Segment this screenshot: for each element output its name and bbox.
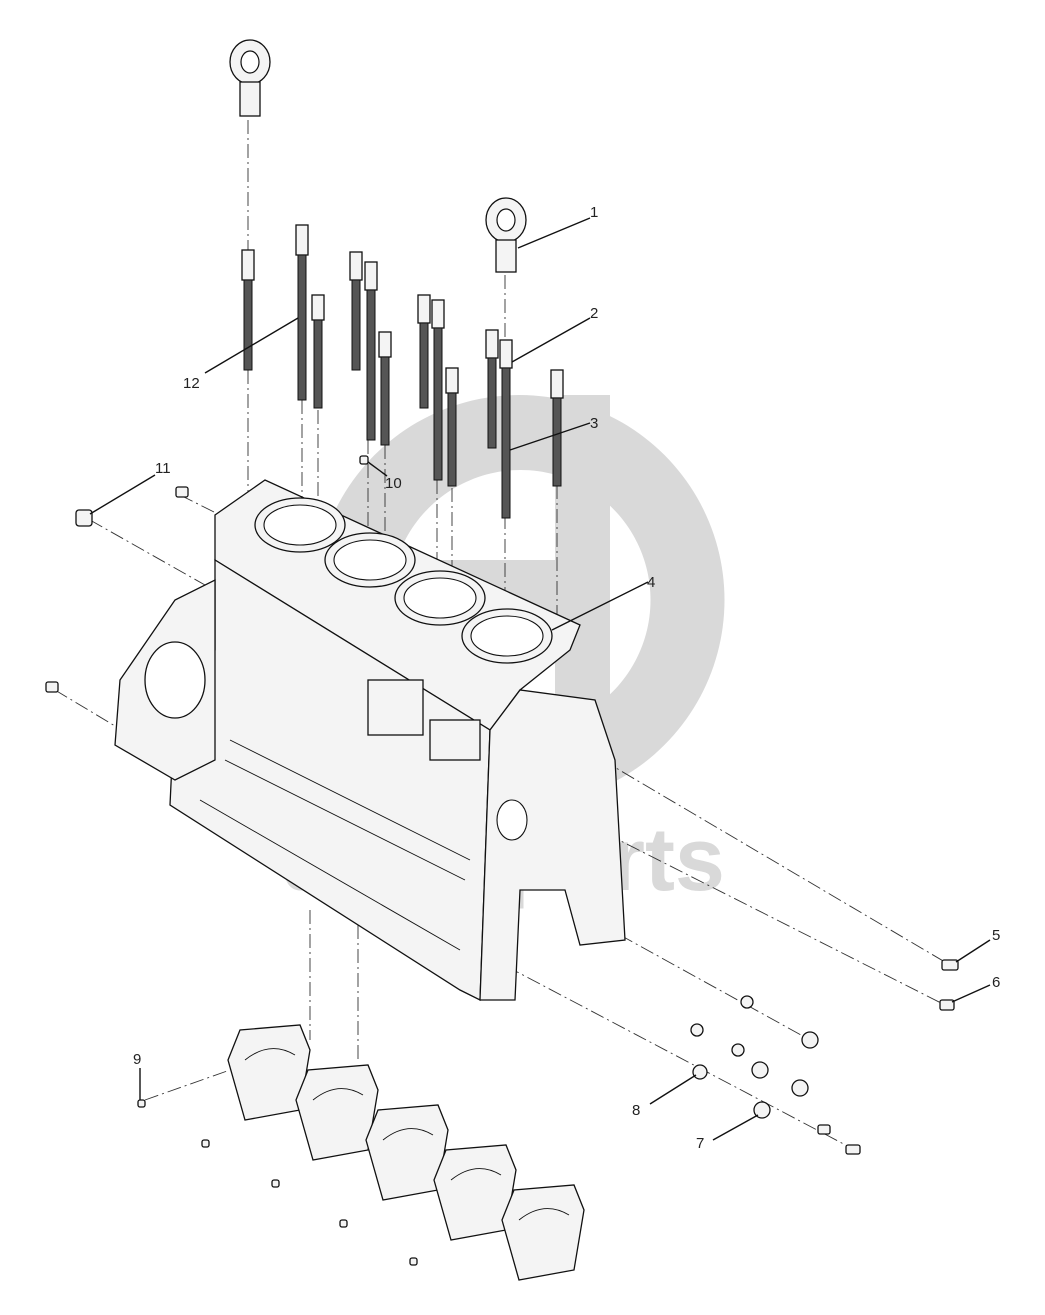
callout-labels: 1 2 3 4 5 6 7 8 9 10 11 12 bbox=[133, 204, 1000, 1152]
callout-2: 2 bbox=[590, 305, 598, 322]
callout-1: 1 bbox=[590, 204, 598, 221]
callout-6: 6 bbox=[992, 974, 1000, 991]
callout-10: 10 bbox=[385, 475, 402, 492]
lifting-eye-1 bbox=[485, 197, 527, 273]
callout-3: 3 bbox=[590, 415, 598, 432]
nuts-and-washers bbox=[690, 995, 819, 1119]
dowel-pins bbox=[45, 455, 959, 1155]
callout-5: 5 bbox=[992, 927, 1000, 944]
callout-12: 12 bbox=[183, 375, 200, 392]
callout-7: 7 bbox=[696, 1135, 704, 1152]
engine-block bbox=[114, 479, 626, 1002]
head-bolts bbox=[241, 224, 564, 519]
callout-11: 11 bbox=[155, 460, 171, 477]
callout-8: 8 bbox=[632, 1102, 640, 1119]
leader-lines bbox=[89, 217, 991, 1141]
main-bearing-caps bbox=[137, 1024, 585, 1281]
callout-9: 9 bbox=[133, 1051, 141, 1068]
lifting-eye-top-left bbox=[229, 39, 271, 117]
callout-4: 4 bbox=[647, 574, 655, 591]
